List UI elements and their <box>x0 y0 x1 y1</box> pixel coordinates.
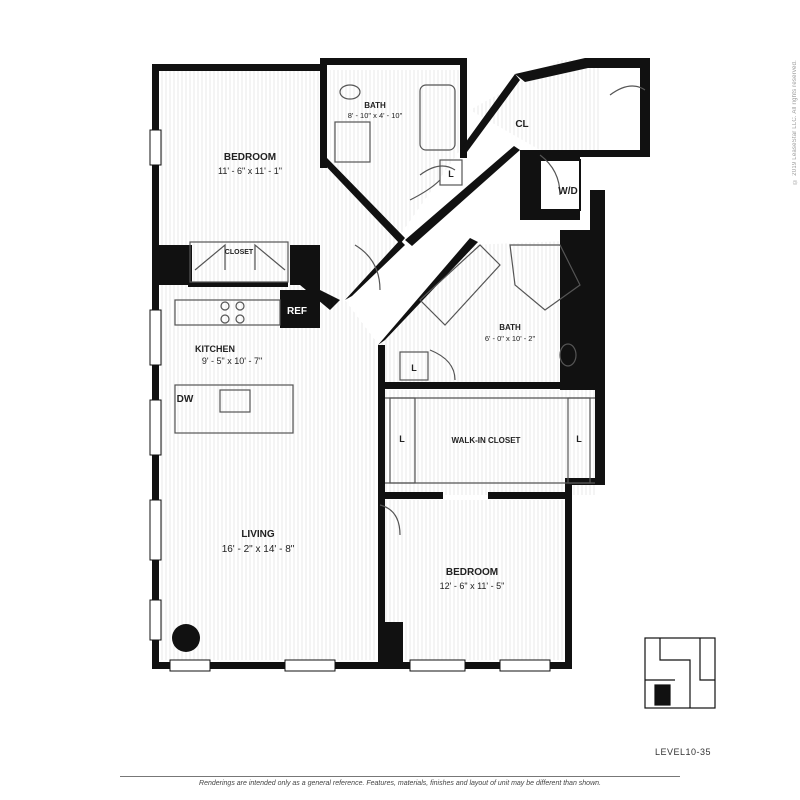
linen-tag-2: L <box>411 363 417 373</box>
bedroom1-dims: 11' - 6" x 11' - 1" <box>218 166 282 176</box>
bath1-dims: 8' - 10" x 4' - 10" <box>348 111 403 120</box>
bath2-dims: 6' - 0" x 10' - 2" <box>485 334 536 343</box>
living-dims: 16' - 2" x 14' - 8" <box>222 544 295 555</box>
kitchen-name: KITCHEN <box>195 344 235 354</box>
living-name: LIVING <box>241 529 275 540</box>
linen-tag-1: L <box>448 169 454 179</box>
closet-label: CLOSET <box>225 249 254 256</box>
linen-tag-4: L <box>576 434 582 444</box>
wd-label: W/D <box>558 186 577 197</box>
kitchen-dims: 9' - 5" x 10' - 7" <box>202 356 262 366</box>
cl-label: CL <box>515 119 528 130</box>
linen-tag-3: L <box>399 434 405 444</box>
key-plan <box>644 637 716 709</box>
dw-label: DW <box>177 394 194 405</box>
column-icon <box>172 624 200 652</box>
fixtures <box>174 84 646 536</box>
bedroom2-name: BEDROOM <box>446 567 498 578</box>
bath2-name: BATH <box>499 323 521 332</box>
disclaimer-text: Renderings are intended only as a genera… <box>120 776 680 787</box>
bath1-name: BATH <box>364 101 386 110</box>
walkin-name: WALK-IN CLOSET <box>452 436 521 445</box>
windows <box>149 129 551 672</box>
level-label: LEVEL10-35 <box>655 747 712 757</box>
floor-area <box>160 60 600 660</box>
bedroom2-dims: 12' - 6" x 11' - 5" <box>440 581 505 591</box>
ref-label: REF <box>287 306 307 317</box>
room-labels: BEDROOM 11' - 6" x 11' - 1" BATH 8' - 10… <box>177 101 583 591</box>
bedroom1-name: BEDROOM <box>224 152 276 163</box>
copyright-note: © 2019 LeaseStar LLC. All rights reserve… <box>792 60 798 184</box>
